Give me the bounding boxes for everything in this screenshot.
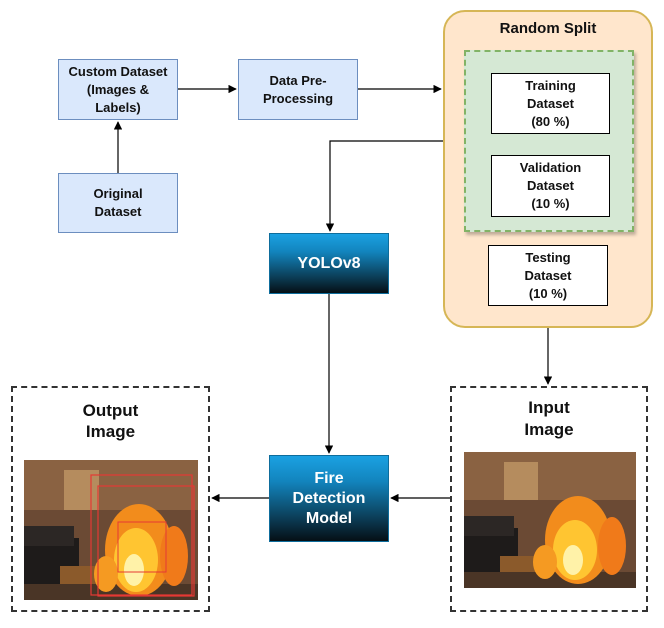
training-dataset-node: Training Dataset (80 %) — [491, 73, 610, 134]
input-fire-photo — [464, 452, 636, 588]
original-dataset-node: Original Dataset — [58, 173, 178, 233]
validation-dataset-node: Validation Dataset (10 %) — [491, 155, 610, 217]
input-image-panel — [450, 386, 648, 612]
output-image-panel — [11, 386, 210, 612]
preprocessing-node: Data Pre- Processing — [238, 59, 358, 120]
edge-split-to-yolov8 — [325, 140, 464, 232]
output-image-label: Output Image — [82, 401, 139, 441]
output-fire-photo — [24, 460, 198, 600]
custom-dataset-node: Custom Dataset (Images & Labels) — [58, 59, 178, 120]
input-image-label: Input Image — [524, 398, 574, 439]
yolov8-node: YOLOv8 — [269, 233, 389, 294]
fire-detection-model-node: Fire Detection Model — [269, 455, 389, 542]
random-split-label: Random Split — [499, 20, 597, 37]
testing-dataset-node: Testing Dataset (10 %) — [488, 245, 608, 306]
